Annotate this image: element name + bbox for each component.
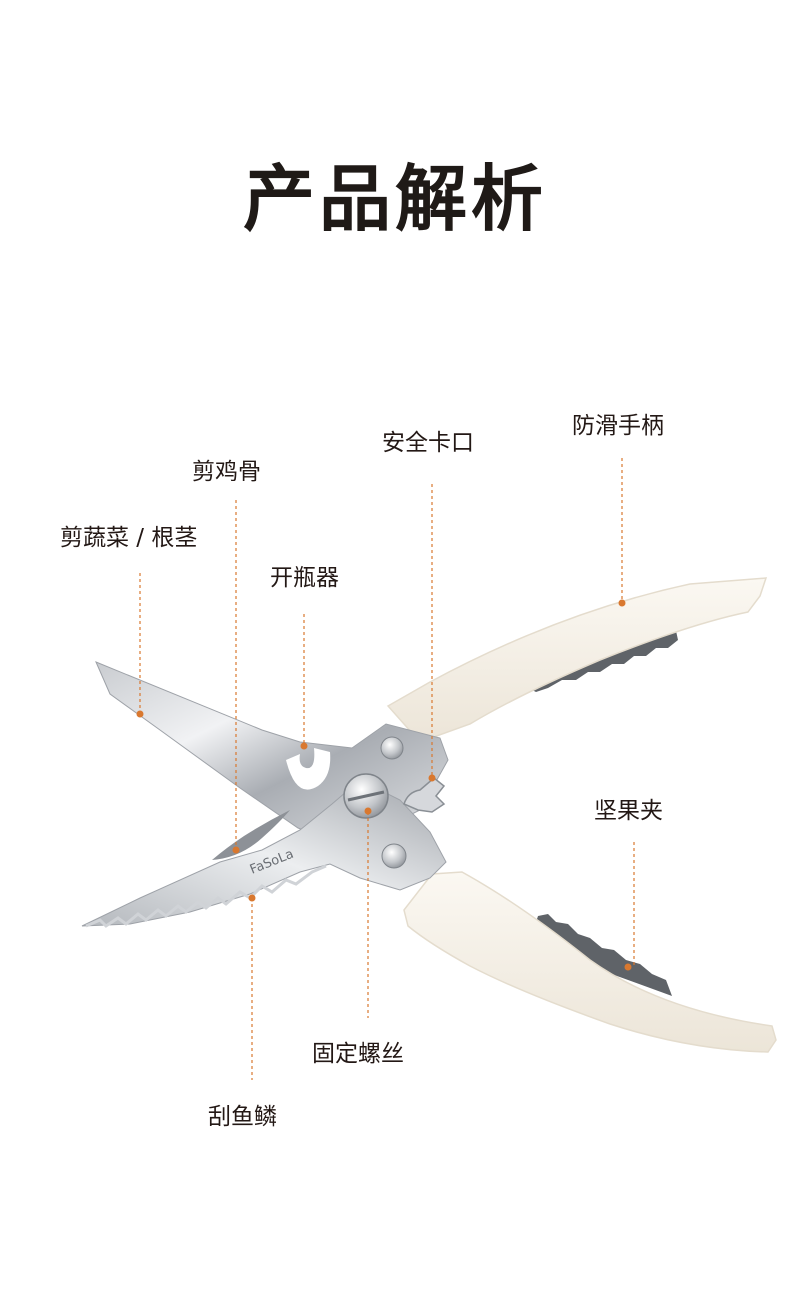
bone-cutting-notch bbox=[212, 810, 290, 860]
lower-blade-serration bbox=[85, 864, 327, 928]
lower-handle bbox=[403, 871, 777, 1053]
label-anti-slip-handle: 防滑手柄 bbox=[572, 413, 664, 439]
lower-blade bbox=[81, 779, 447, 927]
page-title: 产品解析 bbox=[242, 157, 547, 241]
dot-fish-scaler bbox=[248, 894, 256, 902]
dot-nut-cracker bbox=[624, 963, 632, 971]
bottle-opener-notch bbox=[286, 748, 331, 790]
dot-anti-slip-handle bbox=[618, 599, 626, 607]
dot-fixing-screw bbox=[364, 807, 372, 815]
pivot-screw-slot bbox=[347, 790, 385, 802]
callouts bbox=[139, 458, 635, 1080]
label-cut-vegetables: 剪蔬菜 / 根茎 bbox=[60, 525, 198, 551]
upper-rivet bbox=[380, 736, 404, 760]
label-cut-chicken-bone: 剪鸡骨 bbox=[192, 459, 261, 485]
dot-cut-vegetables bbox=[136, 710, 144, 718]
label-nut-cracker: 坚果夹 bbox=[594, 798, 663, 824]
dot-safety-lock bbox=[428, 774, 436, 782]
safety-lock-clip bbox=[403, 777, 446, 813]
upper-handle bbox=[386, 577, 768, 743]
dot-cut-chicken-bone bbox=[232, 846, 240, 854]
label-fish-scaler: 刮鱼鳞 bbox=[208, 1104, 277, 1130]
lower-rivet bbox=[381, 843, 407, 869]
dot-bottle-opener bbox=[300, 742, 308, 750]
label-bottle-opener: 开瓶器 bbox=[270, 565, 339, 591]
label-safety-lock: 安全卡口 bbox=[382, 430, 474, 456]
label-fixing-screw: 固定螺丝 bbox=[312, 1041, 404, 1067]
callout-dots bbox=[136, 599, 632, 971]
lower-handle-grip-teeth bbox=[534, 914, 672, 996]
